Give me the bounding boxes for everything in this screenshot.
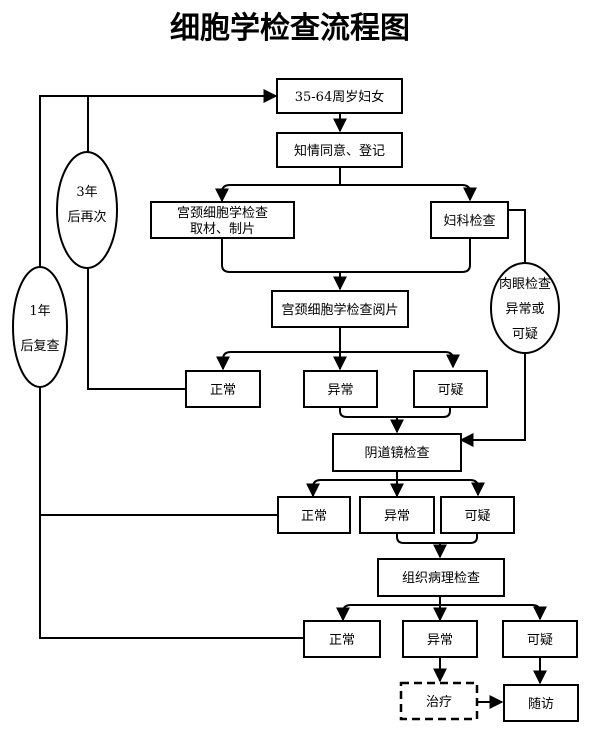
connector-split-3: [312, 479, 485, 497]
connector-merge-3: [396, 533, 478, 544]
svg-text:异常: 异常: [327, 383, 353, 398]
node-cytology: 宫颈细胞学检查 取材、制片: [150, 201, 295, 239]
node-normal-2: 正常: [277, 496, 351, 534]
svg-text:异常: 异常: [384, 509, 410, 524]
svg-text:可疑: 可疑: [464, 508, 490, 524]
svg-text:异常: 异常: [427, 633, 453, 648]
connector-split-4: [342, 604, 547, 621]
node-followup: 随访: [503, 684, 579, 722]
connector-split-1: [221, 184, 477, 202]
svg-text:可疑: 可疑: [527, 632, 553, 648]
node-abnormal-3: 异常: [402, 620, 478, 658]
connector-merge-1: [221, 238, 471, 273]
svg-text:组织病理检查: 组织病理检查: [402, 571, 480, 586]
svg-text:知情同意、登记: 知情同意、登记: [294, 143, 385, 159]
page-title: 细胞学检查流程图: [170, 11, 410, 46]
node-start: 35-64周岁妇女: [276, 78, 403, 114]
svg-text:1年: 1年: [29, 304, 50, 319]
connector-merge-2: [339, 407, 451, 418]
node-treatment: 治疗: [399, 681, 479, 721]
node-abnormal-1: 异常: [303, 370, 378, 408]
oval-visual-exam: 肉眼检查 异常或 可疑: [490, 262, 560, 354]
svg-text:妇科检查: 妇科检查: [443, 213, 495, 229]
node-normal-3: 正常: [303, 620, 381, 658]
svg-text:后复查: 后复查: [20, 339, 59, 354]
svg-text:后再次: 后再次: [67, 209, 106, 225]
node-gyn-exam: 妇科检查: [430, 201, 509, 239]
connector-oval-to-colposcopy: [459, 350, 526, 447]
oval-three-year: 3年 后再次: [56, 151, 118, 269]
node-consent: 知情同意、登记: [276, 132, 403, 168]
svg-text:随访: 随访: [528, 697, 554, 712]
svg-text:宫颈细胞学检查阅片: 宫颈细胞学检查阅片: [281, 302, 398, 318]
loop-three-year: [87, 89, 278, 390]
node-suspicious-3: 可疑: [502, 620, 578, 658]
svg-text:正常: 正常: [301, 509, 327, 524]
svg-text:肉眼检查: 肉眼检查: [499, 277, 551, 292]
connector-split-2: [222, 351, 460, 369]
svg-text:35-64周岁妇女: 35-64周岁妇女: [295, 89, 384, 105]
svg-text:正常: 正常: [210, 383, 236, 398]
svg-text:可疑: 可疑: [437, 382, 463, 398]
svg-text:取材、制片: 取材、制片: [190, 222, 255, 237]
node-normal-1: 正常: [185, 370, 261, 408]
oval-one-year: 1年 后复查: [12, 266, 68, 388]
svg-text:宫颈细胞学检查: 宫颈细胞学检查: [177, 205, 268, 221]
svg-text:治疗: 治疗: [426, 695, 452, 710]
node-colposcopy: 阴道镜检查: [332, 433, 462, 472]
svg-text:正常: 正常: [329, 633, 355, 648]
node-suspicious-2: 可疑: [440, 496, 515, 534]
svg-text:可疑: 可疑: [512, 326, 538, 342]
connector-gyn-to-oval: [508, 209, 526, 268]
svg-text:3年: 3年: [76, 185, 97, 200]
node-suspicious-1: 可疑: [413, 370, 488, 408]
node-pathology: 组织病理检查: [377, 558, 505, 597]
node-abnormal-2: 异常: [359, 496, 435, 534]
svg-text:阴道镜检查: 阴道镜检查: [364, 446, 429, 461]
node-cytology-read: 宫颈细胞学检查阅片: [271, 290, 409, 328]
svg-text:异常或: 异常或: [505, 302, 544, 317]
